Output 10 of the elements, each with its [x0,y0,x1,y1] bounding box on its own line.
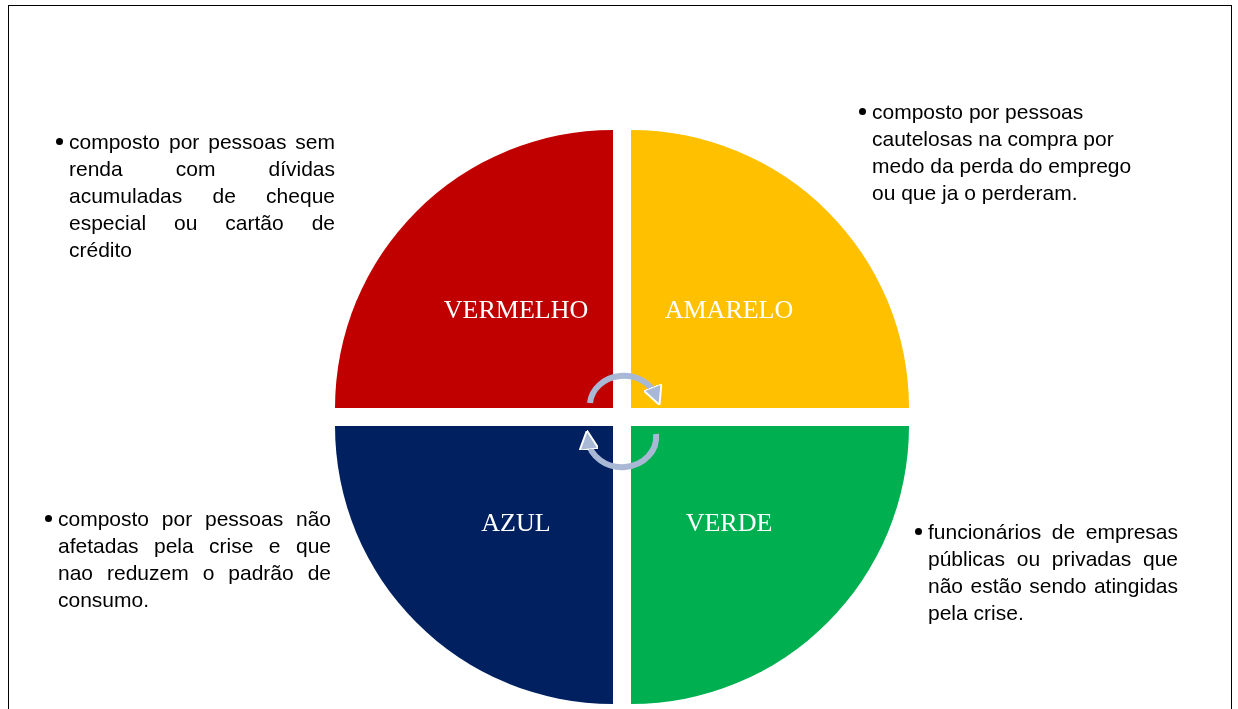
quadrant-label: VERDE [685,508,773,538]
bullet-description: composto por pessoas não afetadas pela crise e que nao reduzem o padrão de consumo. [58,506,331,613]
curved-arrow [587,372,662,406]
bullet-description: composto por pessoas cautelosas na compra por medo da perda do emprego ou que ja o perderam. [872,99,1133,206]
quadrant-label: AZUL [481,508,551,538]
quadrant-label: AMARELO [664,295,794,325]
quadrant-label: VERMELHO [443,295,589,325]
bullet-description: funcionários de empresas públicas ou privadas que não estão sendo atingidas pela crise. [928,519,1178,626]
curved-arrow [579,429,660,471]
bullet-description: composto por pessoas sem renda com dívidas acumuladas de cheque especial ou cartão de crédito [69,129,335,263]
